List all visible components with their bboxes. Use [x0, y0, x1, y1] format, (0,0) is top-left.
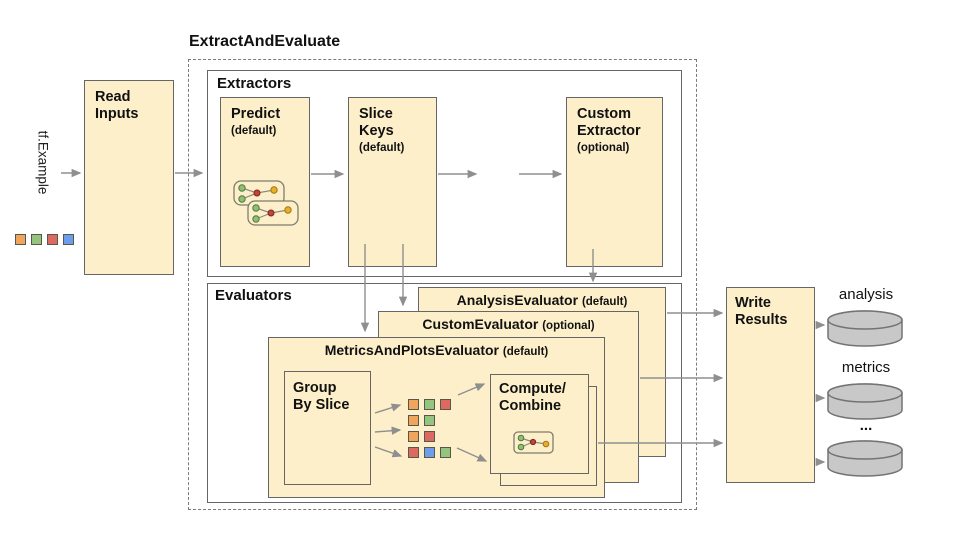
- custom-extractor-line1: Custom: [577, 106, 631, 122]
- extractors-section-label: Extractors: [217, 75, 292, 92]
- analysis-database-icon: [827, 310, 903, 347]
- red-square: [424, 431, 435, 442]
- custom-evaluator-subtitle: (optional): [542, 320, 595, 332]
- slice-keys-subtitle: (default): [359, 141, 405, 154]
- slice-keys-extractor-box: Slice Keys (default): [348, 97, 437, 267]
- green-square: [424, 399, 435, 410]
- combine-graph-icon: [513, 431, 554, 454]
- metrics-output-label: metrics: [841, 359, 891, 376]
- slice-row: [408, 431, 456, 447]
- write-results-line1: Write: [735, 295, 771, 311]
- red-square: [408, 447, 419, 458]
- slice-row: [408, 447, 456, 463]
- diagram-title: ExtractAndEvaluate: [189, 33, 341, 50]
- sliced-data-grid: [408, 399, 456, 463]
- custom-extractor-box: Custom Extractor (optional): [566, 97, 663, 267]
- orange-square: [15, 234, 26, 245]
- metrics-and-plots-subtitle: (default): [502, 346, 549, 358]
- predict-extractor-box: Predict (default): [220, 97, 310, 267]
- slice-row: [408, 399, 456, 415]
- red-square: [440, 399, 451, 410]
- metrics-database-icon: [827, 383, 903, 420]
- analysis-evaluator-title: AnalysisEvaluator: [456, 292, 579, 308]
- blue-square: [424, 447, 435, 458]
- predict-subtitle: (default): [231, 124, 277, 137]
- custom-extractor-subtitle: (optional): [577, 141, 630, 154]
- compute-combine-box: Compute/ Combine: [490, 374, 589, 474]
- compute-combine-line2: Combine: [499, 397, 562, 414]
- more-database-icon: [827, 440, 903, 477]
- metrics-and-plots-title: MetricsAndPlotsEvaluator: [324, 342, 499, 358]
- orange-square: [408, 415, 419, 426]
- read-inputs-line2: Inputs: [95, 105, 139, 122]
- orange-square: [408, 399, 419, 410]
- orange-square: [408, 431, 419, 442]
- extract-and-evaluate-boundary: [188, 59, 697, 510]
- slice-keys-line1: Slice: [359, 106, 393, 122]
- read-inputs-box: Read Inputs: [84, 80, 174, 275]
- green-square: [440, 447, 451, 458]
- model-graph-icon: [233, 180, 299, 226]
- more-outputs-ellipsis: ...: [859, 417, 873, 434]
- custom-extractor-line2: Extractor: [577, 122, 641, 139]
- write-results-box: Write Results: [726, 287, 815, 483]
- tf-example-label: tf.Example: [35, 130, 51, 195]
- read-inputs-line1: Read: [95, 89, 131, 105]
- custom-evaluator-title: CustomEvaluator: [422, 316, 539, 332]
- group-by-slice-line1: Group: [293, 380, 337, 396]
- write-results-line2: Results: [735, 311, 788, 328]
- blue-square: [63, 234, 74, 245]
- slice-row: [408, 415, 456, 431]
- analysis-output-label: analysis: [838, 286, 894, 303]
- evaluators-section-label: Evaluators: [215, 287, 292, 304]
- tf-example-legend-squares: [15, 232, 79, 250]
- compute-combine-line1: Compute/: [499, 381, 566, 397]
- group-by-slice-line2: By Slice: [293, 396, 350, 413]
- slice-keys-line2: Keys: [359, 122, 394, 139]
- green-square: [424, 415, 435, 426]
- predict-title: Predict: [231, 106, 281, 122]
- analysis-evaluator-subtitle: (default): [581, 296, 628, 308]
- red-square: [47, 234, 58, 245]
- green-square: [31, 234, 42, 245]
- group-by-slice-box: Group By Slice: [284, 371, 371, 485]
